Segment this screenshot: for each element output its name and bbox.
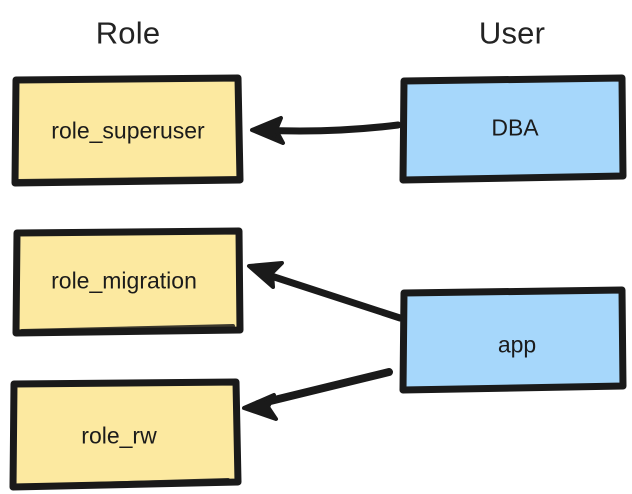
edge-app-to-role-migration[interactable] [247,261,404,322]
node-dba-shape[interactable] [399,74,627,184]
node-dba[interactable] [399,74,627,184]
node-role-rw-shape[interactable] [9,378,242,491]
edge-app-to-role-migration-arrowhead [247,261,284,289]
edge-dba-to-role-superuser[interactable] [250,116,402,145]
edge-dba-to-role-superuser-arrowhead [250,116,285,145]
node-role-rw-sketch-edge [22,478,230,488]
node-role-migration-shape[interactable] [12,227,244,337]
edge-app-to-role-migration-line [258,269,404,322]
column-header-user: User [478,15,546,51]
edge-app-to-role-rw-line [254,368,393,408]
node-role-migration[interactable] [12,227,244,337]
edge-app-to-role-rw-arrowhead [242,393,278,421]
node-app-shape[interactable] [399,286,627,394]
edge-app-to-role-rw[interactable] [242,368,393,421]
node-role-superuser-sketch-edge [17,176,238,183]
node-role-rw[interactable] [9,378,242,491]
node-app[interactable] [399,286,627,394]
node-role-superuser-shape[interactable] [11,74,244,187]
node-role-migration-sketch-edge [20,324,235,333]
column-header-role: Role [95,15,161,51]
node-role-superuser[interactable] [11,74,244,187]
